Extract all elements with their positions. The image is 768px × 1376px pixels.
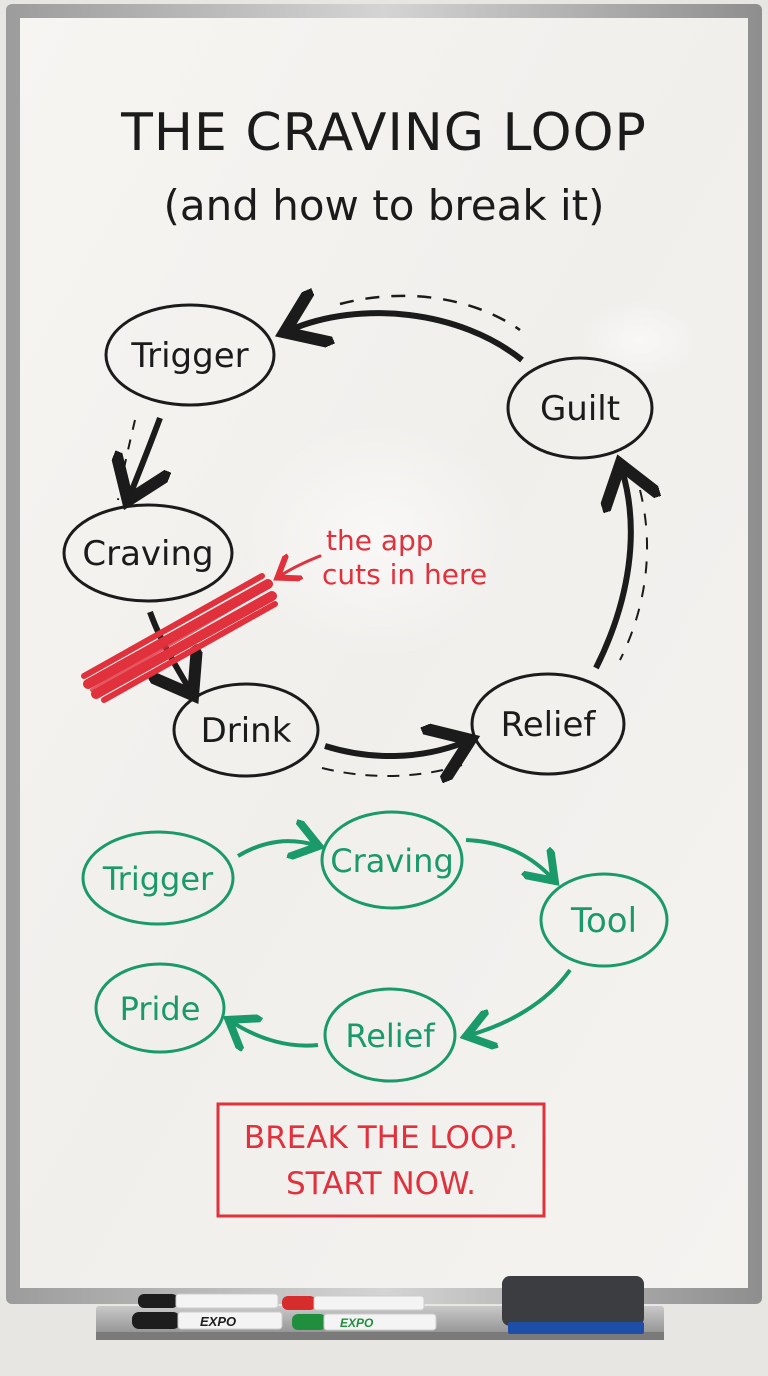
red-cut-mark xyxy=(81,573,278,703)
old-label-relief: Relief xyxy=(501,705,597,745)
new-arrow-relief-pride xyxy=(232,1022,319,1046)
old-label-craving: Craving xyxy=(82,534,213,574)
new-label-craving: Craving xyxy=(330,842,454,880)
new-node-trigger xyxy=(81,830,235,926)
annotation-arrow xyxy=(280,556,322,576)
old-arrow-trigger-craving xyxy=(130,416,160,495)
board-glare xyxy=(240,420,520,660)
callout-line2: START NOW. xyxy=(286,1166,476,1202)
new-label-pride: Pride xyxy=(120,990,201,1028)
black-marker-1[interactable] xyxy=(138,1293,279,1309)
marker-tray: EXPO EXPO xyxy=(96,1276,664,1340)
new-arrow-tool-relief xyxy=(470,968,572,1035)
new-node-relief xyxy=(323,987,457,1083)
old-node-guilt xyxy=(506,356,654,460)
annotation-line1: the app xyxy=(326,524,434,557)
new-node-tool xyxy=(539,872,669,968)
annotation-line2: cuts in here xyxy=(322,558,487,591)
old-label-drink: Drink xyxy=(201,711,292,751)
red-marker[interactable] xyxy=(282,1295,425,1311)
board-subtitle: (and how to break it) xyxy=(163,181,604,230)
new-label-tool: Tool xyxy=(570,901,637,941)
old-arrow-guilt-trigger xyxy=(290,313,524,363)
marker-brand-label: EXPO xyxy=(340,1316,374,1330)
new-label-relief: Relief xyxy=(345,1017,435,1055)
new-label-trigger: Trigger xyxy=(102,860,214,898)
marker-brand-label: EXPO xyxy=(200,1314,236,1329)
old-label-trigger: Trigger xyxy=(130,336,248,376)
callout-line1: BREAK THE LOOP. xyxy=(244,1120,518,1156)
new-arrow-craving-tool xyxy=(465,838,552,878)
callout-box xyxy=(216,1102,546,1218)
new-loop xyxy=(81,810,669,1083)
old-arrow-drink-relief xyxy=(324,742,465,756)
eraser[interactable] xyxy=(502,1276,644,1334)
new-arrow-trigger-craving xyxy=(236,841,315,856)
old-node-drink xyxy=(172,682,320,778)
board-title: THE CRAVING LOOP xyxy=(120,103,647,163)
green-marker[interactable]: EXPO xyxy=(292,1313,437,1331)
black-marker-2[interactable]: EXPO xyxy=(132,1311,283,1330)
old-node-trigger xyxy=(104,303,276,407)
old-label-guilt: Guilt xyxy=(540,389,620,429)
new-node-pride xyxy=(94,962,226,1054)
old-arrow-relief-guilt xyxy=(593,470,631,670)
old-loop xyxy=(62,296,654,778)
